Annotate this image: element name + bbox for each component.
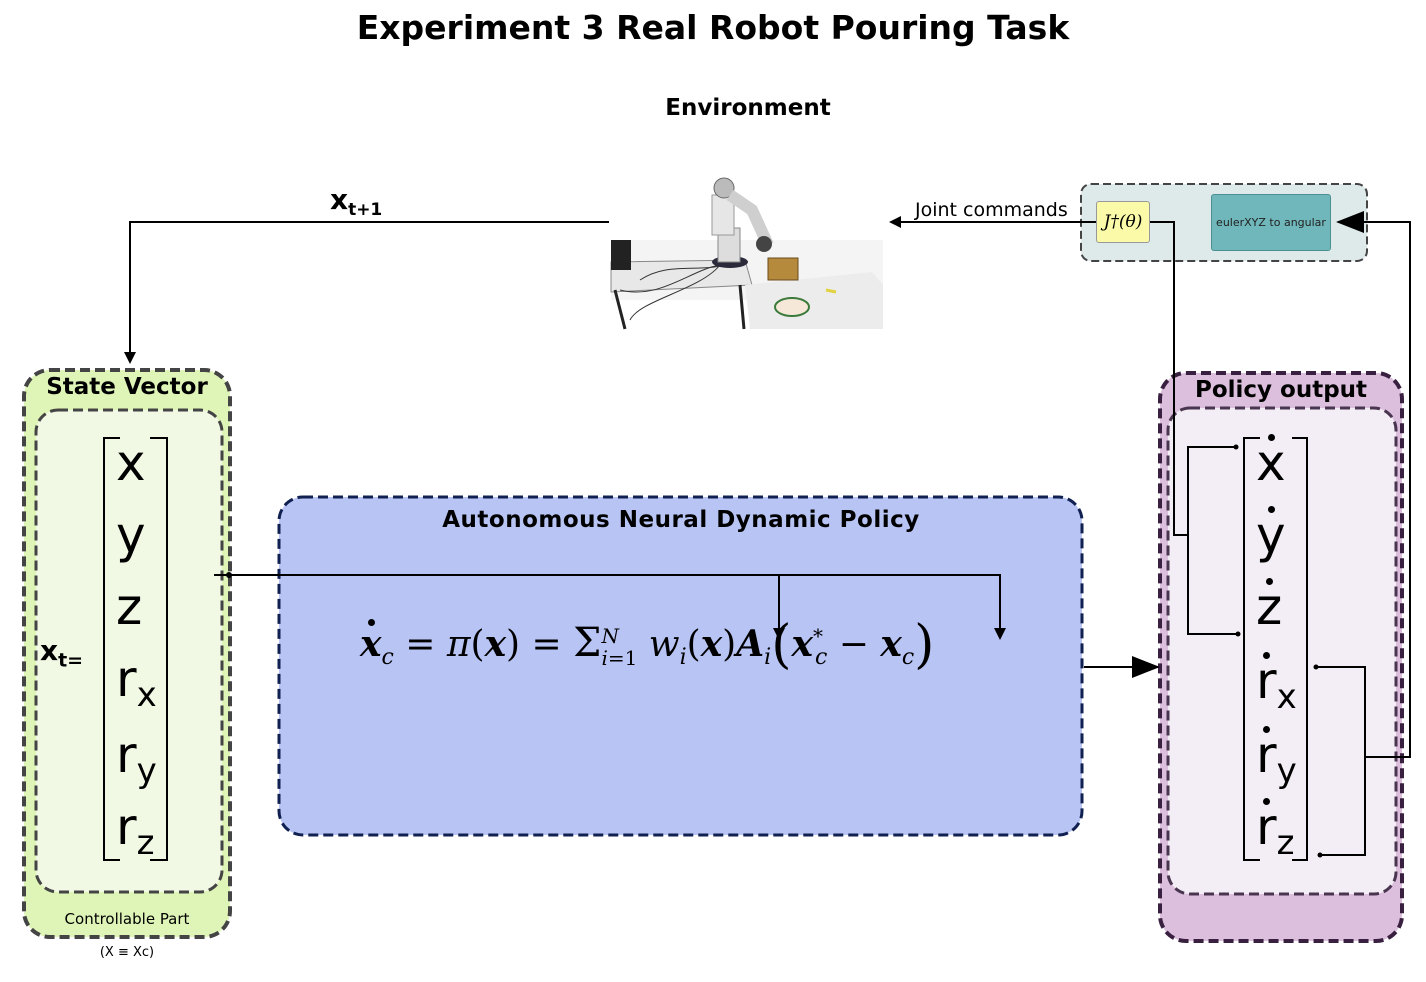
feedback-arrow (124, 221, 609, 364)
state-item-z: z (116, 578, 143, 636)
environment-label: Environment (665, 95, 831, 121)
output-item-rydot: ry (1256, 726, 1297, 792)
output-item-ydot: y (1256, 506, 1286, 564)
state-item-rz: rz (116, 798, 155, 864)
state-item-y: y (116, 506, 146, 564)
andp-box (277, 495, 1084, 837)
state-bracket-left (103, 437, 120, 861)
controllable-part-box (34, 408, 224, 894)
diagram-title: Experiment 3 Real Robot Pouring Task (356, 8, 1070, 47)
controllable-part-label: Controllable Part (64, 910, 190, 928)
state-bracket-right (150, 437, 168, 861)
output-item-xdot: x (1256, 434, 1286, 492)
output-pos-bracket (1187, 446, 1238, 635)
output-item-rzdot: rz (1256, 798, 1295, 864)
output-bracket-left (1243, 437, 1260, 861)
next-state-label: xt+1 (330, 183, 383, 220)
state-to-error-arrow (779, 574, 1006, 640)
state-vector-title: State Vector (46, 374, 208, 400)
output-item-zdot: z (1256, 578, 1283, 636)
robot-scene-image (610, 128, 883, 330)
equivalence-label: (X ≡ Xc) (99, 945, 155, 960)
state-vector-symbol: xt= (40, 634, 84, 672)
output-to-euler-arrow (1336, 211, 1411, 758)
policy-output-inner-box (1166, 406, 1398, 896)
output-rot-bracket (1316, 666, 1366, 856)
state-item-ry: ry (116, 726, 157, 792)
euler-to-angular-box: eulerXYZ to angular (1211, 194, 1331, 251)
andp-title: Autonomous Neural Dynamic Policy (442, 507, 920, 533)
policy-output-title: Policy output (1194, 377, 1368, 403)
pos-to-jacobian-line (1150, 221, 1188, 536)
output-bracket-right (1292, 437, 1308, 861)
joint-commands-label: Joint commands (915, 199, 1068, 221)
state-item-x: x (116, 434, 146, 492)
output-item-rxdot: rx (1256, 652, 1297, 718)
state-item-rx: rx (116, 650, 157, 716)
jacobian-pseudoinverse-box: J†(θ) (1096, 201, 1150, 243)
